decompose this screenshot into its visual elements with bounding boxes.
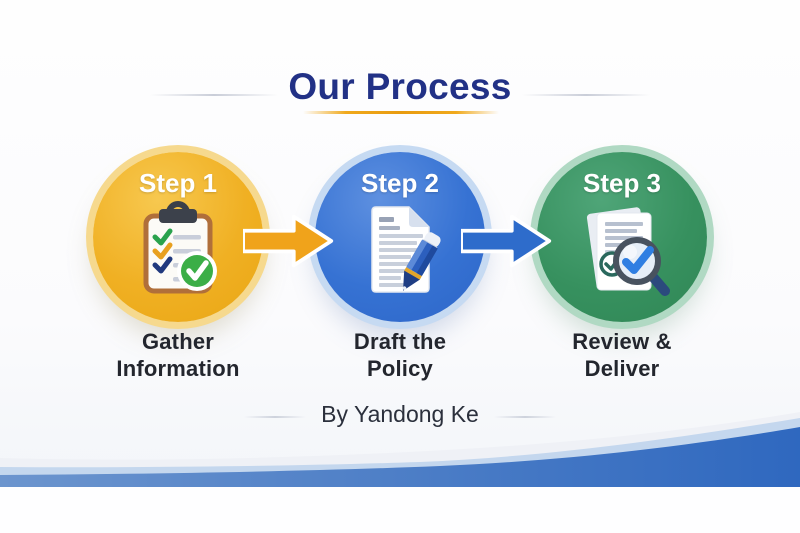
- step-3-circle: Step 3: [537, 152, 707, 322]
- step-3-label-line2: Deliver: [584, 356, 660, 381]
- step-1-circle: Step 1: [93, 152, 263, 322]
- step-1-badge: Step 1: [138, 168, 218, 198]
- arrow-right-icon-1: [243, 214, 334, 268]
- title-side-line-left: [150, 94, 278, 96]
- step-3-badge: Step 3: [582, 168, 662, 198]
- step-2-label: Draft the Policy: [290, 328, 510, 382]
- step-1-label-line2: Information: [116, 356, 240, 381]
- step-1-label: Gather Information: [68, 328, 288, 382]
- byline-side-line-right: [494, 416, 556, 418]
- step-2-badge: Step 2: [360, 168, 440, 198]
- step-1-label-line1: Gather: [141, 329, 215, 354]
- step-2-circle: Step 2: [315, 152, 485, 322]
- title-side-line-right: [522, 94, 650, 96]
- bottom-wave-decoration: [0, 412, 800, 533]
- clipboard-checklist-icon: [143, 201, 217, 294]
- arrow-right-icon-2: [461, 214, 552, 268]
- byline: By Yandong Ke: [321, 401, 479, 427]
- page-title: Our Process: [288, 66, 512, 107]
- document-pen-icon: [371, 206, 441, 293]
- papers-magnifier-icon: [586, 207, 670, 296]
- step-3-label-line1: Review &: [572, 329, 672, 354]
- byline-side-line-left: [244, 416, 306, 418]
- step-2-label-line1: Draft the: [353, 329, 447, 354]
- title-underline: [303, 111, 499, 114]
- step-2-label-line2: Policy: [366, 356, 433, 381]
- step-3-label: Review & Deliver: [512, 328, 732, 382]
